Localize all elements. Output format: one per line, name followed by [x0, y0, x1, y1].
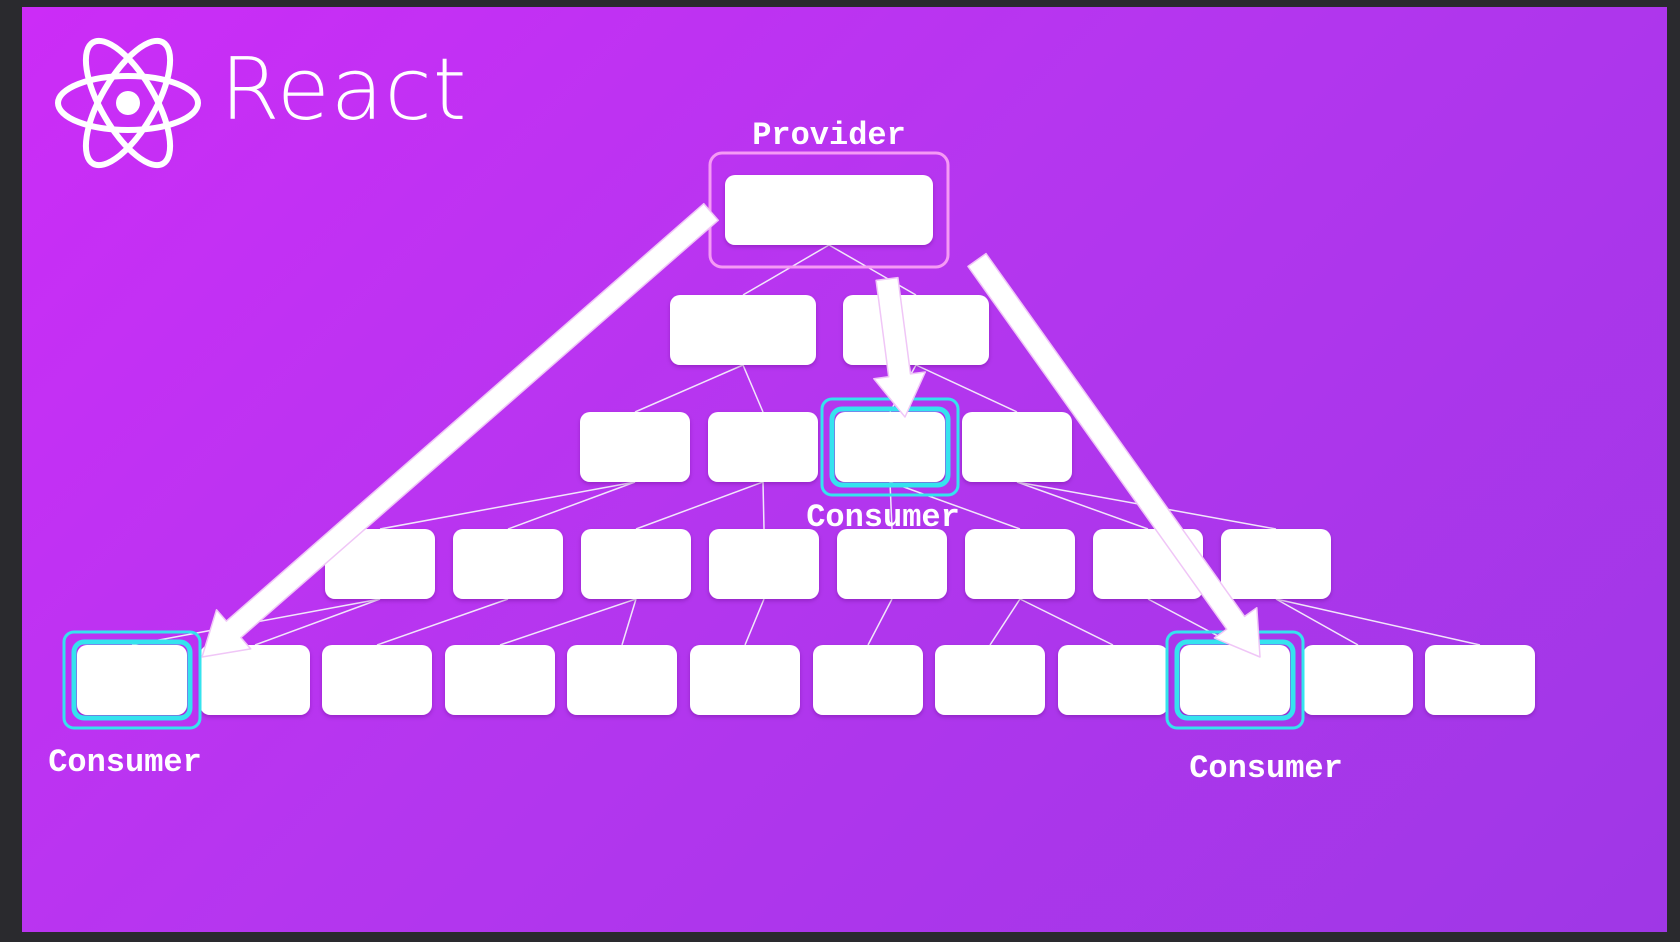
- tree-edge: [1275, 598, 1359, 646]
- component-node: [581, 529, 691, 599]
- tree-nodes: [77, 175, 1535, 715]
- component-node: [1221, 529, 1331, 599]
- consumer-highlight-inner: [829, 406, 951, 488]
- component-node: [77, 645, 187, 715]
- component-node: [935, 645, 1045, 715]
- context-arrows: [201, 202, 1261, 658]
- arrow-to-middle-consumer: [873, 276, 927, 418]
- react-logo-text: React: [220, 40, 468, 140]
- tree-edge: [889, 481, 1021, 530]
- tree-edge: [1016, 481, 1149, 530]
- tree-edge: [915, 364, 1018, 413]
- tree-edge: [1019, 598, 1114, 646]
- tree-edge: [376, 598, 509, 646]
- tree-edge: [254, 598, 381, 646]
- consumer-highlight-outer: [62, 630, 202, 730]
- component-node: [1303, 645, 1413, 715]
- tree-edge: [1275, 598, 1481, 646]
- tree-edge: [621, 598, 637, 646]
- arrow-to-right-consumer: [967, 252, 1261, 658]
- component-node: [962, 412, 1072, 482]
- tree-edge: [379, 481, 636, 530]
- component-node: [965, 529, 1075, 599]
- tree-edge: [828, 244, 917, 296]
- react-atom-icon: [55, 37, 201, 169]
- tree-edge: [762, 481, 765, 530]
- provider-label: Provider: [752, 117, 906, 154]
- component-node: [1180, 645, 1290, 715]
- tree-edge: [635, 481, 764, 530]
- component-node: [709, 529, 819, 599]
- component-node: [200, 645, 310, 715]
- context-tree-diagram: Provider Consumer Consumer Consumer: [48, 37, 1535, 787]
- component-node: [580, 412, 690, 482]
- tree-edge: [507, 481, 636, 530]
- consumer-label-middle: Consumer: [806, 499, 960, 536]
- component-node: [453, 529, 563, 599]
- component-node: [690, 645, 800, 715]
- component-node: [708, 412, 818, 482]
- component-node: [322, 645, 432, 715]
- tree-edge: [989, 598, 1021, 646]
- tree-edge: [742, 364, 764, 413]
- consumer-label-right: Consumer: [1189, 750, 1343, 787]
- component-node: [843, 295, 989, 365]
- component-node: [1425, 645, 1535, 715]
- component-node: [567, 645, 677, 715]
- component-node: [445, 645, 555, 715]
- consumer-highlight-inner: [71, 639, 193, 721]
- consumer-label-left: Consumer: [48, 744, 202, 781]
- component-node: [837, 529, 947, 599]
- tree-edge: [867, 598, 893, 646]
- tree-edge: [499, 598, 637, 646]
- tree-edge: [889, 481, 893, 530]
- tree-edge: [744, 598, 765, 646]
- component-node: [670, 295, 816, 365]
- tree-edge: [634, 364, 744, 413]
- slide: Provider Consumer Consumer Consumer Reac…: [22, 7, 1667, 932]
- component-node: [725, 175, 933, 245]
- component-node: [325, 529, 435, 599]
- component-node: [813, 645, 923, 715]
- component-node: [835, 412, 945, 482]
- tree-edge: [742, 244, 830, 296]
- arrow-to-left-consumer: [201, 202, 719, 658]
- component-node: [1058, 645, 1168, 715]
